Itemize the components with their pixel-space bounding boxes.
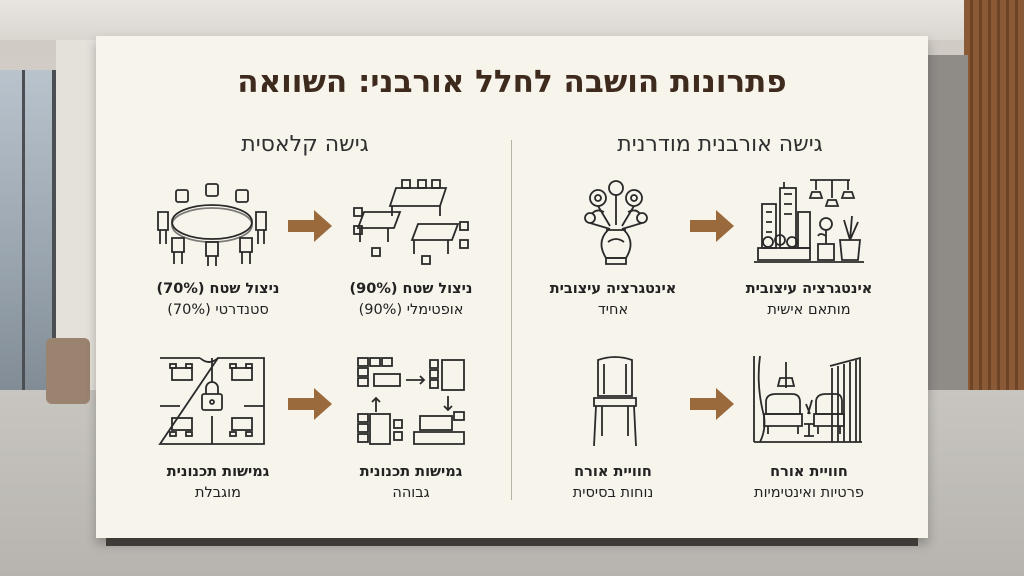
caption-label: חוויית אורח — [770, 464, 848, 480]
caption-label: אינטגרציה עיצובית — [549, 281, 677, 297]
right-column-heading: גישה אורבנית מודרנית — [617, 132, 823, 157]
flower-vase-icon — [578, 178, 654, 270]
round-table-icon — [154, 182, 270, 266]
arrow-right-icon — [690, 388, 734, 424]
lounge-nook-icon — [752, 354, 864, 446]
caption-design-custom: אינטגרציה עיצובית מותאם אישית — [724, 279, 894, 321]
caption-space-standard: ניצול שטח (70%) סטנדרטי (70%) — [133, 279, 303, 321]
caption-design-uniform: אינטגרציה עיצובית אחיד — [528, 279, 698, 321]
caption-label: ניצול שטח (70%) — [156, 281, 280, 297]
caption-guest-basic: חוויית אורח נוחות בסיסית — [528, 462, 698, 504]
flexible-floorplan-icon — [356, 356, 468, 448]
caption-guest-private: חוויית אורח פרטיות ואינטימיות — [724, 462, 894, 504]
page-title: פתרונות הושבה לחלל אורבני: השוואה — [237, 64, 787, 100]
caption-sub: נוחות בסיסית — [572, 485, 654, 501]
arrow-right-icon — [288, 388, 332, 424]
room-pillar — [928, 55, 968, 415]
locked-floorplan-icon — [158, 356, 266, 446]
infographic-board — [96, 36, 928, 538]
caption-label: חוויית אורח — [574, 464, 652, 480]
column-divider — [511, 140, 512, 500]
arrow-right-icon — [288, 210, 332, 246]
caption-label: ניצול שטח (90%) — [349, 281, 473, 297]
caption-flex-high: גמישות תכנונית גבוהה — [326, 462, 496, 504]
caption-flex-limited: גמישות תכנונית מוגבלת — [133, 462, 303, 504]
board-base — [106, 538, 918, 546]
caption-sub: אופטימלי (90%) — [358, 302, 464, 318]
room-ceiling — [0, 0, 1024, 40]
chair-icon — [590, 356, 640, 448]
caption-sub: גבוהה — [392, 485, 430, 501]
caption-label: גמישות תכנונית — [166, 464, 270, 480]
caption-space-optimal: ניצול שטח (90%) אופטימלי (90%) — [326, 279, 496, 321]
caption-sub: מותאם אישית — [767, 302, 851, 318]
left-column-heading: גישה קלאסית — [241, 132, 369, 157]
square-tables-icon — [352, 178, 470, 266]
caption-sub: סטנדרטי (70%) — [167, 302, 269, 318]
arrow-right-icon — [690, 210, 734, 246]
wood-panel-wall — [964, 0, 1024, 390]
room-window — [0, 70, 56, 400]
room-wall — [56, 40, 100, 390]
caption-sub: פרטיות ואינטימיות — [754, 485, 864, 501]
caption-sub: אחיד — [597, 302, 629, 318]
caption-sub: מוגבלת — [195, 485, 241, 501]
urban-decor-icon — [752, 178, 866, 264]
caption-label: גמישות תכנונית — [359, 464, 463, 480]
background-chair — [46, 338, 90, 404]
caption-label: אינטגרציה עיצובית — [745, 281, 873, 297]
